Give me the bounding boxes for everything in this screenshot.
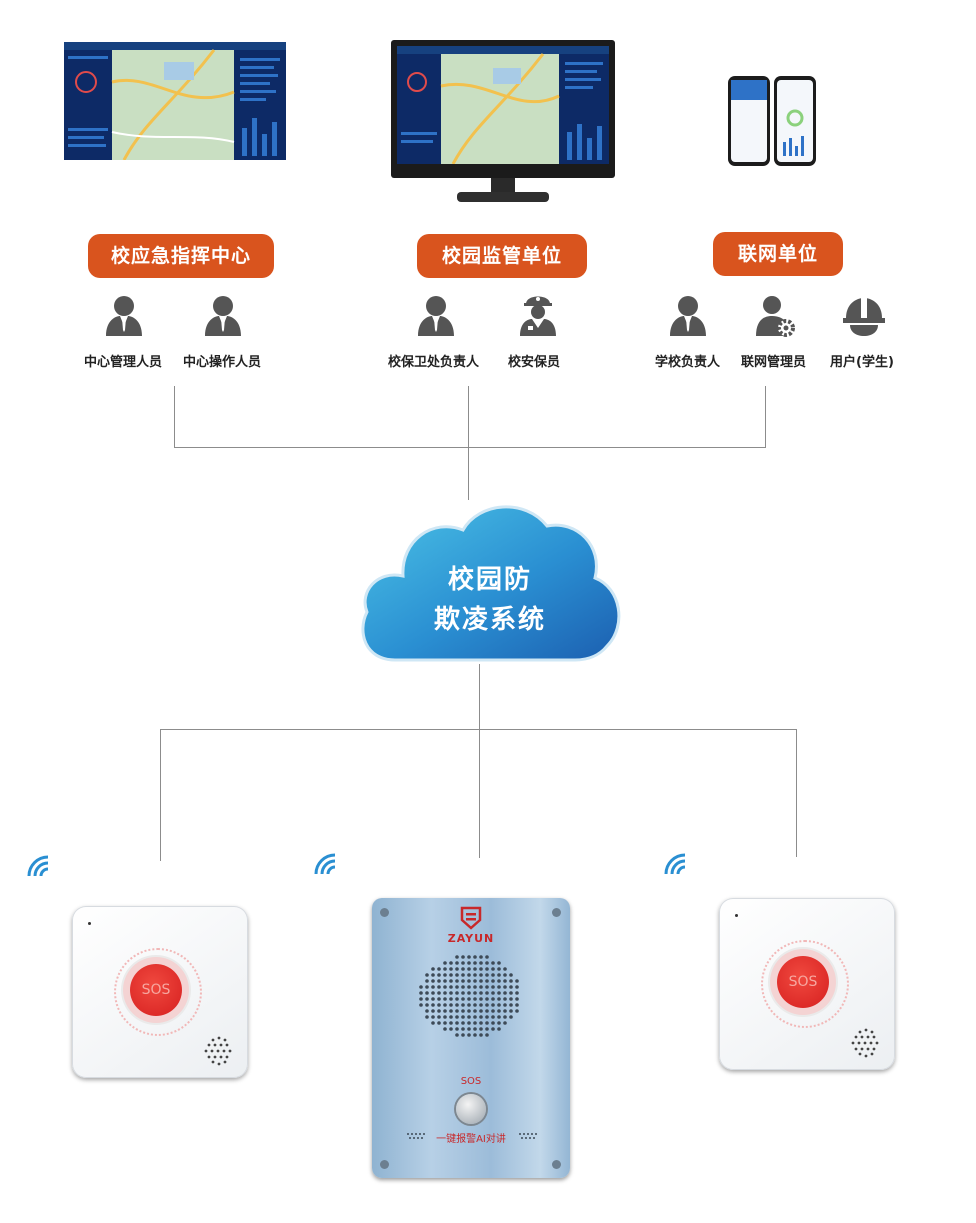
command-center-screen — [64, 42, 286, 160]
brand-logo-icon — [460, 906, 482, 930]
speaker-grille-icon — [419, 955, 519, 1037]
cloud-title-line1: 校园防 — [447, 565, 532, 595]
admin-gear-icon — [756, 296, 795, 337]
connector-line — [174, 386, 175, 448]
person-icon — [670, 296, 706, 336]
cloud-title-line2: 欺凌系统 — [433, 605, 546, 635]
person-icon — [106, 296, 142, 336]
panel-sos-label: SOS — [460, 1076, 482, 1087]
person-label: 学校负责人 — [655, 355, 721, 370]
microphone-grille-icon — [407, 1133, 425, 1139]
speaker-grille-icon — [204, 1036, 232, 1066]
group-title-supervision-unit: 校园监管单位 — [417, 234, 587, 278]
panel-caption: 一键报警AI对讲 — [436, 1134, 506, 1145]
connector-line — [479, 664, 480, 730]
sos-button[interactable]: SOS — [777, 956, 829, 1008]
security-guard-icon — [520, 296, 556, 336]
brand-name: ZAYUN — [447, 932, 495, 945]
person-icon — [418, 296, 454, 336]
connector-line — [468, 386, 469, 500]
person-label: 中心操作人员 — [183, 355, 262, 370]
cloud-icon — [361, 505, 621, 662]
connector-line — [174, 447, 766, 448]
person-label: 校安保员 — [508, 355, 561, 370]
group-title-network-unit: 联网单位 — [713, 232, 843, 276]
sos-alarm-device-right: SOS — [719, 898, 895, 1070]
sos-alarm-device-left: SOS — [72, 906, 248, 1078]
connector-line — [796, 729, 797, 857]
wifi-signal-icon — [27, 855, 49, 877]
wifi-signal-icon — [664, 853, 686, 875]
dashboard-map-graphic — [64, 42, 286, 160]
connector-line — [479, 729, 480, 858]
dashboard-map-graphic — [397, 46, 609, 164]
person-label: 用户(学生) — [830, 355, 894, 370]
person-label: 校保卫处负责人 — [388, 355, 480, 370]
person-label: 联网管理员 — [741, 355, 807, 370]
person-label: 中心管理人员 — [84, 355, 163, 370]
person-icon — [205, 296, 241, 336]
connector-line — [160, 729, 797, 730]
wifi-signal-icon — [314, 853, 336, 875]
helmet-icon — [843, 298, 885, 336]
group-title-command-center: 校应急指挥中心 — [88, 234, 274, 278]
sos-button-label: SOS — [141, 982, 171, 998]
sos-button-label: SOS — [788, 974, 818, 990]
sos-button[interactable]: SOS — [130, 964, 182, 1016]
panel-sos-button[interactable] — [456, 1094, 486, 1124]
mobile-phones — [728, 76, 820, 168]
supervision-screen — [397, 46, 609, 164]
intercom-panel: ZAYUN SOS 一键报警AI对讲 — [372, 898, 570, 1178]
connector-line — [160, 729, 161, 861]
microphone-grille-icon — [519, 1133, 537, 1139]
speaker-grille-icon — [851, 1028, 879, 1058]
connector-line — [765, 386, 766, 448]
desktop-monitor — [391, 40, 615, 206]
